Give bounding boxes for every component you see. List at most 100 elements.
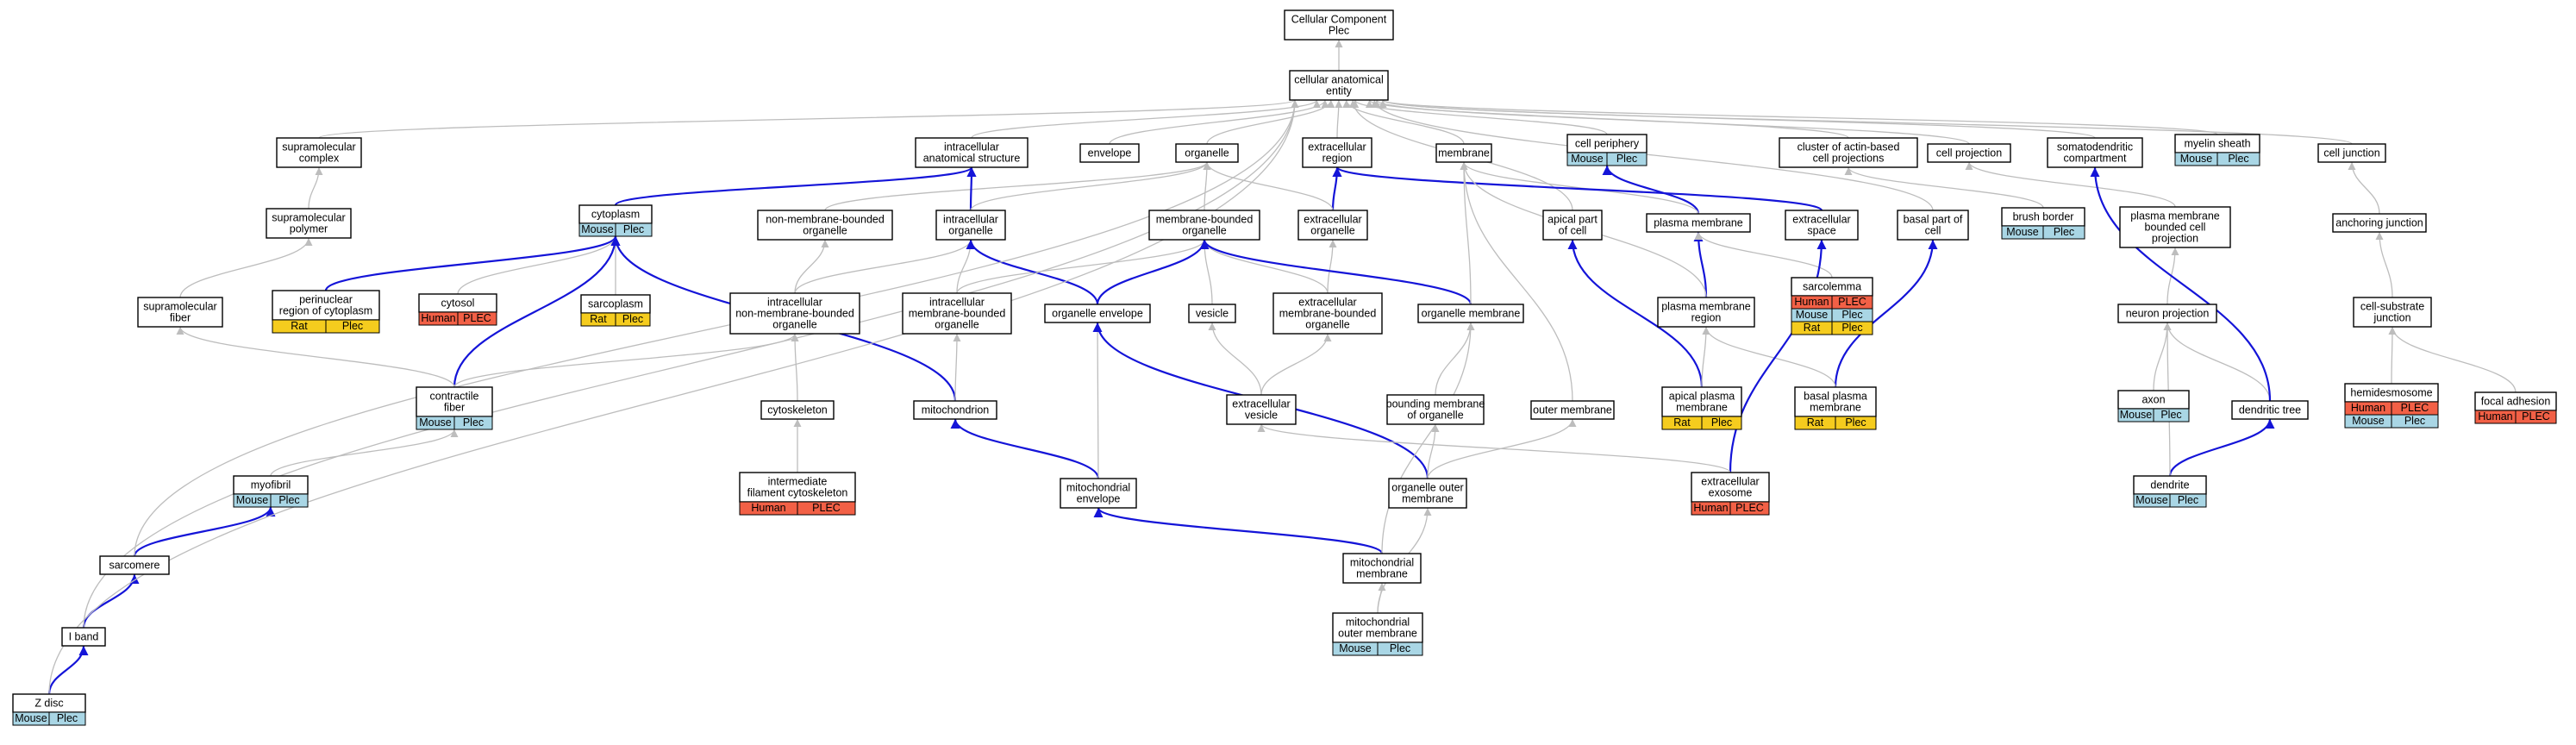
node-label: vesicle [1196, 308, 1229, 320]
node-label: organelle membrane [1422, 308, 1521, 320]
node-box [2047, 137, 2143, 168]
node-plasmem: plasma membrane [1646, 213, 1751, 233]
node-box [1661, 386, 1742, 417]
organism-label: Rat [1807, 416, 1824, 429]
node-label: vesicle [1245, 410, 1278, 422]
node-vesicle: vesicle [1188, 304, 1236, 323]
node-label: fiber [444, 402, 465, 414]
node-label: intracellular [767, 297, 822, 309]
node-box [1542, 210, 1603, 241]
node-box [2117, 304, 2217, 323]
node-label: plasma membrane [2130, 210, 2220, 222]
gene-tag [2216, 152, 2260, 166]
node-label: Z disc [34, 698, 63, 710]
edge-extmbo-to-extorg [1327, 239, 1337, 294]
node-box [1657, 297, 1755, 328]
node-label: Cellular Component [1291, 14, 1387, 26]
node-label: intracellular [929, 297, 985, 309]
edge-extexo-to-extspace [1729, 239, 1827, 473]
edge-pmbcp-to-cellproj [1965, 161, 2176, 208]
node-label: supramolecular [282, 141, 355, 153]
gene-label: Plec [2178, 494, 2198, 506]
organism-label: Human [751, 502, 785, 514]
node-orgmem: organelle membrane [1417, 304, 1524, 323]
node-label: organelle envelope [1052, 308, 1143, 320]
node-label: somatodendritic [2057, 141, 2133, 153]
node-box [1175, 143, 1239, 163]
node-label: membrane-bounded [909, 308, 1006, 320]
organism-label: Mouse [2180, 153, 2213, 165]
node-box [276, 137, 362, 168]
node-label: mitochondrial [1350, 557, 1414, 569]
organism-label: Mouse [1571, 153, 1604, 165]
gene-label: Plec [342, 320, 363, 332]
gene-tag [615, 222, 653, 237]
node-label: cell projections [1813, 153, 1885, 165]
node-label: organelle [1310, 225, 1354, 237]
organism-label: Human [2351, 402, 2385, 414]
node-label: extracellular [1701, 476, 1759, 488]
edge-extmbo-to-mbo [1200, 239, 1329, 294]
node-label: hemidesmosome [2350, 387, 2432, 399]
gene-label: Plec [2160, 409, 2181, 421]
node-label: fiber [170, 312, 191, 324]
node-box [1079, 143, 1140, 163]
node-organelle: organelle [1175, 143, 1239, 163]
node-label: region of cytoplasm [279, 305, 372, 317]
node-box [99, 555, 170, 575]
node-label: membrane-bounded [1156, 214, 1254, 226]
node-label: extracellular [1792, 214, 1850, 226]
gene-label: PLEC [1838, 296, 1866, 308]
edge-myofibril-to-contractile [270, 429, 459, 477]
gene-tag [1377, 642, 1423, 656]
edge-extspace-to-extreg [1332, 166, 1823, 212]
edge-apicalpm-to-pmregion [1701, 326, 1710, 388]
gene-label: PLEC [812, 502, 841, 514]
node-label: focal adhesion [2481, 396, 2551, 408]
node-box [272, 290, 380, 321]
edge-cytoplasm-to-intracell [614, 166, 977, 207]
gene-tag [2391, 414, 2439, 429]
organism-label: Mouse [15, 712, 47, 724]
node-box [1188, 304, 1236, 323]
edge-sarcolemma-to-plasmem [1694, 231, 1833, 279]
gene-tag [325, 319, 380, 334]
edge-mitoenv-to-mito [950, 418, 1100, 479]
node-label: organelle [1305, 319, 1349, 331]
edge-iband-to-sarcomere [82, 573, 140, 629]
organism-label: Human [2478, 410, 2512, 423]
node-label: intracellular [943, 214, 998, 226]
organism-label: Rat [1804, 322, 1821, 334]
organism-label: Mouse [2120, 409, 2153, 421]
node-box [729, 292, 860, 335]
node-label: sarcomere [109, 560, 159, 572]
edge-sarcomere-to-myofibril [133, 506, 276, 557]
node-box [1388, 478, 1467, 509]
edge-perinuc-to-cytoplasm [324, 235, 621, 291]
node-label: dendritic tree [2239, 404, 2301, 416]
edge-organelle-to-cae [1206, 99, 1335, 145]
node-cytoskel: cytoskeleton [760, 400, 835, 420]
node-label: membrane [1676, 402, 1728, 414]
node-label: cluster of actin-based [1798, 141, 1900, 153]
organism-label: Rat [1673, 416, 1691, 429]
node-label: cell periphery [1575, 138, 1640, 150]
gene-tag [797, 501, 856, 516]
organism-label: Mouse [236, 494, 269, 506]
